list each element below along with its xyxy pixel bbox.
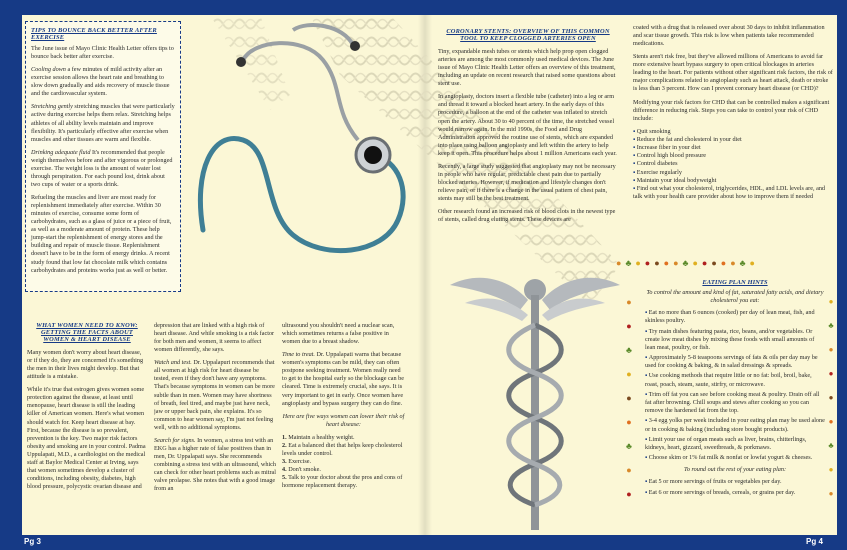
stent-mesh-illustration — [210, 15, 620, 305]
step-item: 4. Don't smoke. — [282, 466, 321, 473]
list-item: Reduce the fat and cholesterol in your d… — [633, 136, 833, 144]
list-item: Exercise regularly — [633, 169, 833, 177]
stents-r-p3: Modifying your risk factors for CHD that… — [633, 98, 830, 122]
stents-p2: In angioplasty, doctors insert a flexibl… — [438, 93, 617, 157]
list-item: Try main dishes featuring pasta, rice, b… — [645, 328, 825, 353]
stents-r-p2: Stents aren't risk free, but they've all… — [633, 53, 833, 93]
list-item: Control high blood pressure — [633, 152, 833, 160]
left-border — [0, 0, 22, 550]
eating-plan-intro: To control the amount and kind of fat, s… — [646, 289, 824, 305]
women-column-3: ultrasound you shouldn't need a nuclear … — [282, 322, 405, 534]
right-border — [837, 0, 847, 550]
tips-stretching: Stretching gently stretching muscles tha… — [31, 103, 175, 143]
step-item: 2. Eat a balanced diet that helps keep c… — [282, 441, 403, 457]
eating-plan-title: Eating Plan Hints — [702, 279, 768, 286]
bottom-border — [0, 535, 847, 550]
eating-hints-list-2: Eat 5 or more servings of fruits or vege… — [645, 478, 825, 496]
list-item: Eat 5 or more servings of fruits or vege… — [645, 478, 825, 486]
page-number-left: Pg 3 — [24, 537, 41, 546]
list-item: Increase fiber in your diet — [633, 144, 833, 152]
women-column-1: What Women Need To Know: Getting The Fac… — [27, 322, 147, 534]
stents-p4: Other research found an increased risk o… — [438, 208, 616, 224]
list-item: Maintain your ideal bodyweight — [633, 177, 833, 185]
stents-p3: Recently, a large study suggested that a… — [438, 162, 616, 203]
step-item: 1. Maintain a healthy weight. — [282, 433, 355, 441]
list-item: 3-4 egg yolks per week included in your … — [645, 417, 825, 433]
list-item: Approximately 5-8 teaspoons servings of … — [645, 354, 825, 370]
women-c2-watch: Watch and test. Dr. Uppalapuri recommend… — [154, 359, 275, 431]
women-c3-intro: Here are five ways women can lower their… — [282, 412, 405, 428]
women-p1: Many women don't worry about heart disea… — [27, 349, 144, 381]
caduceus-illustration — [450, 277, 620, 530]
women-c3-p1: ultrasound you shouldn't need a nuclear … — [282, 322, 395, 346]
list-item: Trim off fat you can see before cooking … — [645, 391, 825, 416]
stents-p1: Tiny, expandable mesh tubes or stents wh… — [438, 48, 616, 88]
top-border — [0, 0, 847, 15]
fruit-icons-right: ●♣●●●●♣●● — [828, 297, 834, 498]
stents-column-1: Coronary Stents: Overview Of This Common… — [438, 28, 618, 253]
women-c2-p1: depression that are linked with a high r… — [154, 322, 275, 354]
eating-plan-hints: Eating Plan Hints To control the amount … — [645, 279, 825, 534]
step-item: 3. Exercise. — [282, 457, 312, 465]
tips-intro: The June issue of Mayo Clinic Health Let… — [31, 45, 174, 61]
tips-fluid: Drinking adequate fluid It's recommended… — [31, 148, 173, 188]
stents-column-2: coated with a drug that is released over… — [633, 24, 833, 246]
eating-plan-intro-2: To round out the rest of your eating pla… — [683, 466, 787, 474]
tips-title: Tips To Bounce Back Better After Exercis… — [31, 27, 157, 41]
fruit-icons-left: ●●♣●●●♣●● — [626, 297, 632, 499]
list-item: Quit smoking — [633, 128, 833, 136]
stents-title: Coronary Stents: Overview Of This Common… — [446, 28, 610, 42]
eating-hints-list: Eat no more than 6 ounces (cooked) per d… — [645, 309, 825, 462]
women-title: What Women Need To Know: Getting The Fac… — [36, 322, 138, 343]
fruit-vegetable-icons: ●♣●●●●●♣●●●●●♣● — [616, 258, 759, 268]
list-item: Use cooking methods that require little … — [645, 372, 825, 388]
list-item: Eat 6 or more servings of breads, cereal… — [645, 489, 825, 497]
chd-steps-list: Quit smoking Reduce the fat and choleste… — [633, 128, 833, 202]
exercise-tips-box: Tips To Bounce Back Better After Exercis… — [25, 21, 181, 292]
step-item: 5. Talk to your doctor about the pros an… — [282, 474, 403, 490]
women-c2-search: Search for signs. In women, a stress tes… — [154, 436, 276, 493]
women-p2: While it's true that estrogen gives wome… — [27, 386, 146, 490]
women-column-2: depression that are linked with a high r… — [154, 322, 276, 534]
women-c3-treat: Time to treat. Dr. Uppalapati warns that… — [282, 351, 404, 407]
women-steps: 1. Maintain a healthy weight. 2. Eat a b… — [282, 434, 405, 490]
list-item: Choose skim or 1% fat milk & nonfat or l… — [645, 454, 825, 462]
stethoscope-illustration — [197, 23, 406, 254]
tips-cooling: Cooling down a few minutes of mild activ… — [31, 66, 170, 98]
list-item: Limit your use of organ meats such as li… — [645, 436, 825, 452]
tips-refueling: Refueling the muscles and liver are most… — [31, 194, 172, 274]
list-item: Find out what your cholesterol, triglyce… — [633, 185, 833, 201]
list-item: Eat no more than 6 ounces (cooked) per d… — [645, 309, 825, 325]
list-item: Control diabetes — [633, 160, 833, 168]
stents-r-p1: coated with a drug that is released over… — [633, 24, 825, 48]
page-number-right: Pg 4 — [806, 537, 823, 546]
